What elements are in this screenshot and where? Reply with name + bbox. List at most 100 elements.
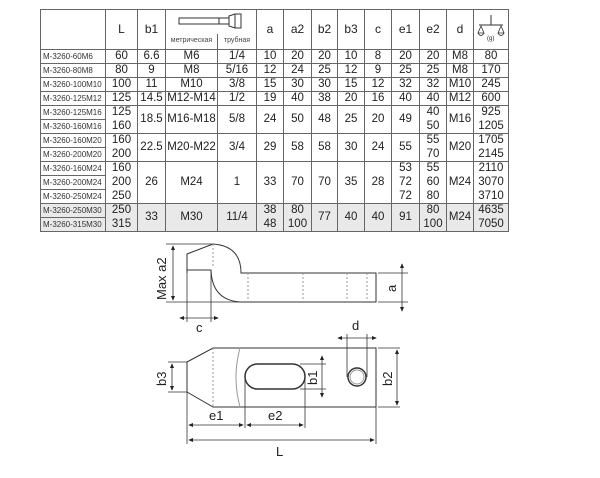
cell-L: 250 — [105, 189, 138, 204]
cell-b3: 35 — [337, 161, 365, 204]
cell-weight: 1705 — [473, 133, 509, 148]
cell-e2: 60 — [419, 175, 447, 190]
cell-e1: 72 — [391, 175, 420, 190]
cell-L: 60 — [105, 49, 138, 64]
cell-L: 200 — [105, 175, 138, 190]
header-b2: b2 — [311, 9, 338, 50]
side-view — [186, 243, 377, 303]
weight-unit: (g) — [487, 36, 494, 42]
specifications-table: L b1 a a2 b2 b3 c e1 e2 d — [40, 9, 509, 232]
cell-e2: 55 — [419, 161, 447, 176]
cell-b2: 58 — [311, 133, 338, 162]
cell-weight: 3070 — [473, 175, 509, 190]
cell-L: 160 — [105, 119, 138, 134]
header-e1: e1 — [391, 9, 420, 50]
header-weight: (g) — [473, 9, 509, 50]
cell-L: 125 — [105, 105, 138, 120]
cell-b1: 26 — [137, 161, 166, 204]
cell-L: 125 — [105, 91, 138, 106]
cell-a2: 80 — [283, 203, 312, 218]
cell-e1: 53 — [391, 161, 420, 176]
cell-a: 48 — [256, 217, 284, 232]
cell-pipe: 3/4 — [217, 133, 257, 162]
max-a2-label: Max a2 — [154, 257, 169, 300]
header-b3: b3 — [337, 9, 365, 50]
cell-e2: 32 — [419, 77, 447, 92]
cell-e1: 91 — [391, 203, 420, 232]
a-label: a — [384, 284, 399, 292]
cell-L: 250 — [105, 203, 138, 218]
cell-c: 20 — [364, 105, 392, 134]
model-code: M-3260-250M30 — [40, 203, 106, 218]
thread-header — [165, 9, 257, 34]
side-view-dimensions — [166, 243, 408, 322]
cell-weight: 925 — [473, 105, 509, 120]
top-view — [186, 347, 377, 408]
model-code: M-3260-315M30 — [40, 217, 106, 232]
cell-b3: 20 — [337, 91, 365, 106]
cell-a2: 100 — [283, 217, 312, 232]
header-e2: e2 — [419, 9, 447, 50]
cell-c: 28 — [364, 161, 392, 204]
cell-b2: 30 — [311, 77, 338, 92]
cell-d: M10 — [446, 77, 474, 92]
cell-e2: 80 — [419, 203, 447, 218]
cell-e2: 55 — [419, 133, 447, 148]
cell-metric: M16-M18 — [165, 105, 218, 134]
cell-d: M24 — [446, 203, 474, 232]
cell-b3: 25 — [337, 105, 365, 134]
header-a: a — [256, 9, 284, 50]
cell-weight: 80 — [473, 49, 509, 64]
c-label: c — [196, 320, 203, 335]
cell-d: M8 — [446, 49, 474, 64]
cell-metric: M24 — [165, 161, 218, 204]
cell-c: 12 — [364, 77, 392, 92]
cell-weight: 2110 — [473, 161, 509, 176]
cell-L: 160 — [105, 161, 138, 176]
cell-b1: 33 — [137, 203, 166, 232]
b2-label: b2 — [380, 372, 395, 386]
cell-metric: M30 — [165, 203, 218, 232]
b3-label: b3 — [154, 372, 169, 386]
cell-weight: 1205 — [473, 119, 509, 134]
cell-b2: 25 — [311, 63, 338, 78]
cell-weight: 7050 — [473, 217, 509, 232]
cell-b1: 18.5 — [137, 105, 166, 134]
L-label: L — [276, 444, 283, 459]
cell-b3: 40 — [337, 203, 365, 232]
cell-b2: 48 — [311, 105, 338, 134]
scale-icon: (g) — [477, 15, 505, 42]
cell-metric: M12-M14 — [165, 91, 218, 106]
cell-d: M8 — [446, 63, 474, 78]
cell-weight: 3710 — [473, 189, 509, 204]
e2-label: e2 — [268, 408, 282, 423]
cell-a: 15 — [256, 77, 284, 92]
cell-b3: 10 — [337, 49, 365, 64]
cell-L: 315 — [105, 217, 138, 232]
cell-e1: 49 — [391, 105, 420, 134]
cell-e1: 20 — [391, 49, 420, 64]
cell-weight: 4635 — [473, 203, 509, 218]
b1-label: b1 — [305, 371, 320, 385]
d-label: d — [352, 318, 359, 333]
top-view-dimensions — [168, 334, 400, 444]
cell-e2: 100 — [419, 217, 447, 232]
cell-pipe: 1 — [217, 161, 257, 204]
cell-weight: 600 — [473, 91, 509, 106]
cell-b1: 6.6 — [137, 49, 166, 64]
cell-d: M20 — [446, 133, 474, 162]
cell-pipe: 11/4 — [217, 203, 257, 232]
cell-a: 24 — [256, 105, 284, 134]
